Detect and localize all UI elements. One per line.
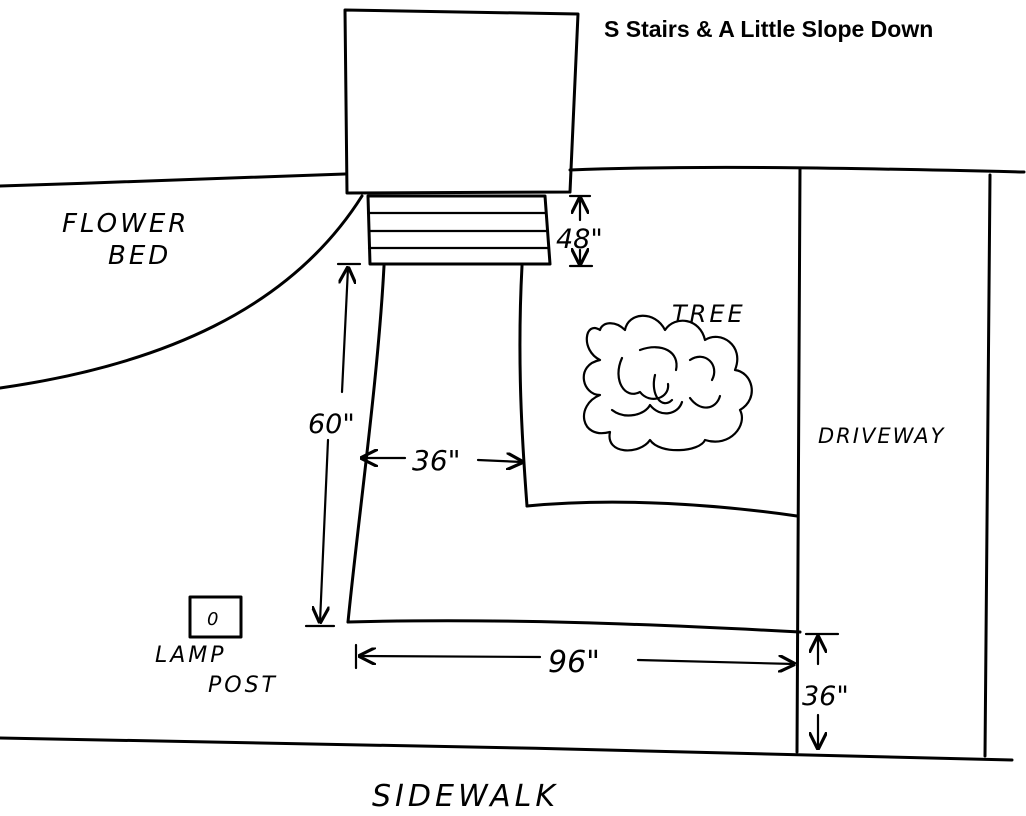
walk-width-label: 36" xyxy=(412,444,461,477)
yard-boundary-left xyxy=(0,172,347,188)
yard-boundary-right xyxy=(568,165,1026,174)
flower-bed-label-line1: FLOWER xyxy=(62,209,189,239)
stairs-height-dimension xyxy=(568,194,594,268)
walk-length-dimension xyxy=(304,262,362,628)
stairs-height-label: 48" xyxy=(556,224,603,255)
stairs xyxy=(366,194,552,266)
house-block xyxy=(343,8,580,195)
walk-length-label: 60" xyxy=(308,409,355,440)
tree-label: TREE xyxy=(672,300,746,328)
driveway-left-edge xyxy=(795,166,802,754)
sidewalk-label: SIDEWALK xyxy=(372,779,559,814)
sidewalk-offset-label: 36" xyxy=(802,681,849,712)
tree-icon xyxy=(582,314,753,452)
walk-width-dimension xyxy=(362,458,522,462)
flower-bed-curve xyxy=(0,194,364,390)
lamp-post-box xyxy=(188,595,243,639)
sidewalk-offset-dimension xyxy=(804,632,840,748)
lamp-symbol: 0 xyxy=(207,609,218,630)
lamp-post-label-line1: LAMP xyxy=(155,643,227,668)
front-width-label: 96" xyxy=(548,645,600,680)
driveway-right-edge xyxy=(983,173,992,758)
lamp-post-label-line2: POST xyxy=(208,673,278,698)
front-width-dimension xyxy=(354,643,794,668)
walkway xyxy=(346,264,802,634)
diagram-title: S Stairs & A Little Slope Down xyxy=(604,16,933,42)
sidewalk-edge xyxy=(0,736,1014,762)
driveway-label: DRIVEWAY xyxy=(818,424,946,448)
flower-bed-label-line2: BED xyxy=(108,241,171,271)
